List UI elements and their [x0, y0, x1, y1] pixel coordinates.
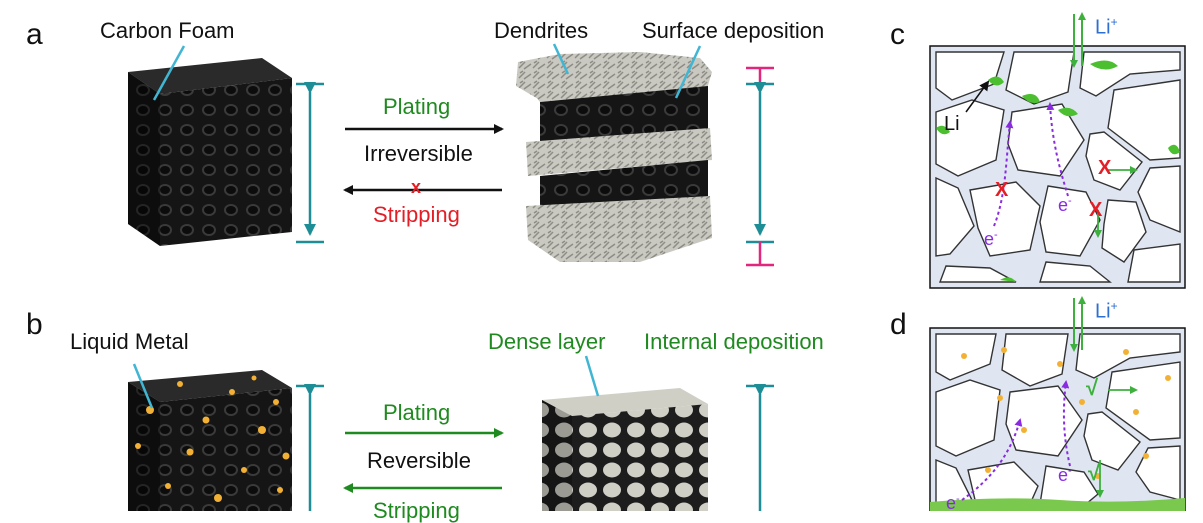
thickness-bar-b-left	[296, 384, 324, 511]
thickness-bar-a-right	[746, 66, 774, 267]
dense-layer-pointer	[584, 355, 600, 397]
block-mark-c2: X	[1098, 157, 1112, 179]
stripping-label-b: Stripping	[373, 498, 460, 523]
electron-label-c1: e-	[984, 229, 998, 249]
liquid-metal-label: Liquid Metal	[70, 329, 189, 354]
stripping-label-a: Stripping	[373, 202, 460, 227]
liquid-metal-droplets	[135, 375, 290, 502]
irreversible-label: Irreversible	[364, 141, 473, 166]
electron-label-d2: e-	[1058, 465, 1072, 485]
dendrites-pointer	[552, 43, 570, 75]
electron-path-1	[993, 120, 1014, 227]
li-label-c: Li	[944, 113, 960, 135]
panel-d	[929, 296, 1186, 511]
dendrite-cube	[516, 52, 712, 262]
panel-b	[128, 355, 774, 511]
carbon-foam-pointer	[152, 45, 186, 101]
dense-li-layer	[930, 498, 1185, 511]
electron-label-c2: e-	[1058, 195, 1072, 215]
surface-deposition-label: Surface deposition	[642, 18, 825, 43]
dense-layer-cube	[542, 388, 708, 511]
internal-deposition-label: Internal deposition	[644, 329, 824, 354]
block-mark-c3: X	[1089, 199, 1103, 221]
panel-letter-b: b	[26, 308, 43, 341]
liquid-metal-cube	[128, 370, 292, 511]
liquid-metal-pointer	[132, 363, 154, 409]
panel-letter-d: d	[890, 308, 907, 341]
thickness-bar-a-left	[296, 82, 324, 244]
figure-canvas	[128, 12, 1186, 511]
surface-deposition-pointer	[674, 45, 702, 99]
panel-c-pores	[935, 51, 1181, 283]
electron-path-d1	[961, 418, 1023, 501]
dense-layer-label: Dense layer	[488, 329, 606, 354]
electron-label-d1: e-	[946, 493, 960, 513]
reversible-label: Reversible	[367, 448, 471, 473]
electron-path-d2	[1061, 380, 1071, 467]
panel-letter-a: a	[26, 18, 43, 51]
thickness-bar-b-right	[746, 384, 774, 511]
li-ion-label-c: Li+	[1095, 15, 1118, 39]
plating-label-a: Plating	[383, 94, 451, 119]
ok-mark-d2: √	[1088, 460, 1101, 485]
panel-c	[929, 12, 1186, 289]
ok-mark-d1: √	[1086, 375, 1099, 400]
panel-letter-c: c	[890, 18, 905, 51]
electron-path-2	[1046, 102, 1069, 197]
panel-a	[128, 43, 774, 267]
carbon-foam-cube	[128, 58, 292, 246]
blocked-mark-a: x	[411, 177, 422, 197]
panel-d-droplets	[961, 347, 1171, 479]
carbon-foam-label: Carbon Foam	[100, 18, 235, 43]
panel-c-li-deposits	[936, 60, 1180, 282]
dendrites-label: Dendrites	[494, 18, 589, 43]
li-pointer	[965, 80, 990, 113]
panel-d-pores	[935, 333, 1181, 505]
plating-label-b: Plating	[383, 400, 451, 425]
li-ion-label-d: Li+	[1095, 299, 1118, 323]
block-mark-c1: X	[995, 179, 1009, 201]
